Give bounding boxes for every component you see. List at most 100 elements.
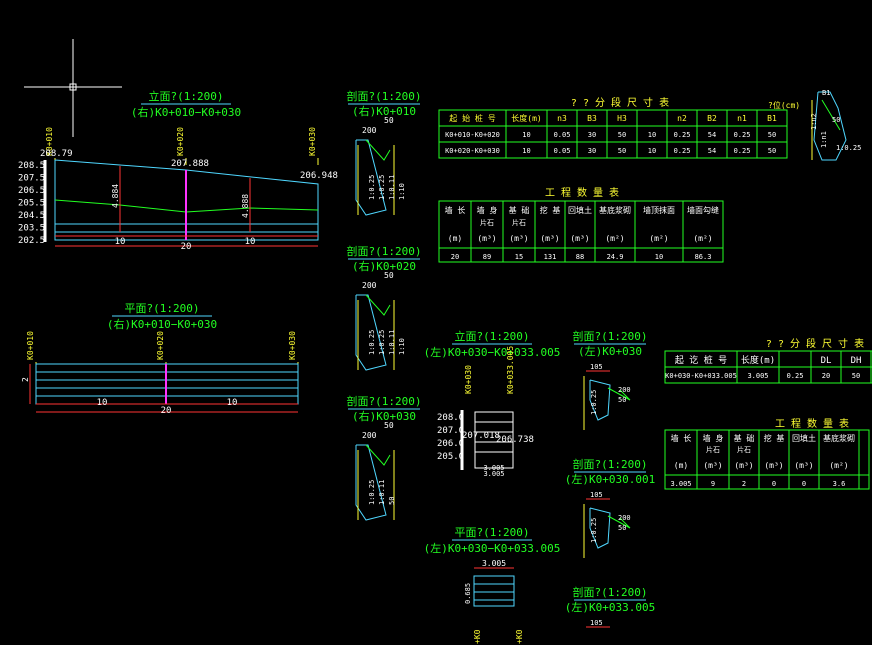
wall-detail-profile — [813, 91, 847, 161]
section-right-0-label: 50 — [384, 116, 394, 125]
scale-value: 206.5 — [18, 186, 45, 196]
dim-table1-cell: 10 — [648, 131, 656, 139]
qty-table1-cell: 89 — [483, 253, 491, 261]
wall-detail-label: B1 — [822, 89, 830, 97]
dim-table1-frame — [438, 109, 788, 159]
dim-table1-cell: 50 — [768, 131, 776, 139]
section-left-1-label: 1:0.25 — [590, 518, 598, 543]
qty-table1-header: 片石 — [512, 218, 526, 227]
qty-table1-unit: (m³) — [570, 234, 589, 243]
wall-detail-label: 1:0.25 — [836, 144, 861, 152]
dim-table1-cell: 10 — [648, 147, 656, 155]
elev1-title: 立面?(1:200) — [149, 89, 224, 103]
dim-table2-header: 起 讫 桩 号 — [675, 354, 727, 366]
dim-label: 20 — [161, 406, 172, 416]
dim-label: 3.005 — [482, 559, 506, 568]
elev2-subtitle: (左)K0+030−K0+033.005 — [424, 346, 561, 359]
dim-table1-cell: 30 — [588, 131, 596, 139]
dim-label: 10 — [97, 398, 108, 408]
qty-table2-header: 挖 基 — [764, 433, 785, 443]
section-right-1-label: 200 — [362, 281, 377, 290]
qty-table1-header: 墙面勾缝 — [687, 205, 719, 215]
station-label: K0+010 — [45, 127, 54, 156]
dim-table1-header: 长度(m) — [511, 113, 541, 123]
qty-table1-title: 工 程 数 量 表 — [545, 186, 619, 199]
dim-table2-cell: 3.005 — [747, 372, 768, 380]
dim-table1-cell: 50 — [618, 147, 626, 155]
height-label: 4.888 — [241, 194, 250, 218]
dim-table1-header: n1 — [737, 114, 747, 123]
section-left-0-label: 200 — [618, 386, 631, 394]
dim-table2-cell: 50 — [852, 372, 860, 380]
qty-table1-header: 墙顶抹面 — [643, 205, 675, 215]
dim-table1-cell: 54 — [708, 147, 716, 155]
qty-table1-unit: (m³) — [509, 234, 528, 243]
section-right-2-subtitle: (右)K0+030 — [352, 409, 416, 423]
plan1-title: 平面?(1:200) — [125, 302, 200, 315]
section-left-0-profile — [589, 379, 611, 421]
dim-table1-unit: ?位(cm) — [768, 100, 800, 110]
dim-table1-header: H3 — [617, 114, 627, 123]
dim-table1-cell: 50 — [618, 131, 626, 139]
wall2-outline — [474, 411, 514, 469]
qty-table1-frame — [438, 200, 724, 263]
section-left-0-label: 1:0.25 — [590, 390, 598, 415]
station-label: K0+030 — [464, 365, 473, 394]
dim-table1-cell: 10 — [522, 147, 530, 155]
section-right-0-label: 200 — [362, 126, 377, 135]
dim-table1-header: B3 — [587, 114, 597, 123]
qty-table2-header: 基底浆砌 — [823, 433, 855, 443]
wall-detail-label: 1:n2 — [810, 113, 818, 130]
qty-table1-unit: (m³) — [540, 234, 559, 243]
dim-label: 2 — [21, 377, 30, 382]
dim-label: 20 — [181, 242, 192, 252]
dim-label: 10 — [245, 237, 256, 247]
section-right-0-label: 1:10 — [398, 183, 406, 200]
dim-table1-cell: 54 — [708, 131, 716, 139]
qty-table2-header: 墙 长 — [671, 433, 692, 443]
station-label: K0+020 — [156, 331, 165, 360]
qty-table2-cell: 3.005 — [670, 480, 691, 488]
qty-table2-header: 墙 身 — [703, 433, 724, 443]
dim-table1-cell: 0.25 — [674, 147, 691, 155]
elevation-value: 208.79 — [40, 149, 73, 159]
section-left-2-title: 剖面?(1:200) — [573, 585, 648, 599]
dim-table1-cell: 0.05 — [554, 131, 571, 139]
station-label: +K0 — [473, 629, 482, 644]
qty-table1-cell: 10 — [655, 253, 663, 261]
section-right-0-slope — [365, 139, 391, 161]
section-right-1-title: 剖面?(1:200) — [347, 244, 422, 258]
dim-table1-header: n2 — [677, 114, 687, 123]
qty-table1-unit: (m) — [448, 234, 462, 243]
dim-table1-cell: K0+020-K0+030 — [445, 147, 500, 155]
scale-value: 207.0 — [437, 426, 464, 436]
scale-value: 204.5 — [18, 211, 45, 221]
qty-table2-cell: 0 — [802, 480, 806, 488]
qty-table2-header: 片石 — [706, 445, 720, 454]
scale-value: 205.0 — [437, 452, 464, 462]
dim-table1-header: B1 — [767, 114, 777, 123]
section-right-0-label: 1:0.25 — [378, 175, 386, 200]
dim-label: 0.685 — [464, 583, 472, 604]
qty-table1-unit: (m²) — [693, 234, 712, 243]
section-right-1-label: 1:0.11 — [388, 330, 396, 355]
section-right-1-label: 1:0.25 — [368, 330, 376, 355]
station-label: K0+030 — [308, 127, 317, 156]
plan2-title: 平面?(1:200) — [455, 526, 530, 539]
qty-table1-cell: 86.3 — [695, 253, 712, 261]
qty-table1-cell: 24.9 — [607, 253, 624, 261]
section-left-1-slope — [607, 515, 631, 529]
section-left-2-subtitle: (左)K0+033.005 — [565, 601, 655, 614]
height-label: 4.884 — [111, 184, 120, 208]
section-right-2-label: 200 — [362, 431, 377, 440]
section-right-2-title: 剖面?(1:200) — [347, 394, 422, 408]
dim-label: 10 — [227, 398, 238, 408]
elevation-value: 207.018 — [462, 431, 500, 441]
elev2-title: 立面?(1:200) — [455, 329, 530, 343]
section-left-0-slope — [607, 387, 631, 401]
dim-table1-cell: 0.25 — [734, 147, 751, 155]
section-left-1-title: 剖面?(1:200) — [573, 457, 648, 471]
dim-table1-cell: 10 — [522, 131, 530, 139]
qty-table1-cell: 88 — [576, 253, 584, 261]
